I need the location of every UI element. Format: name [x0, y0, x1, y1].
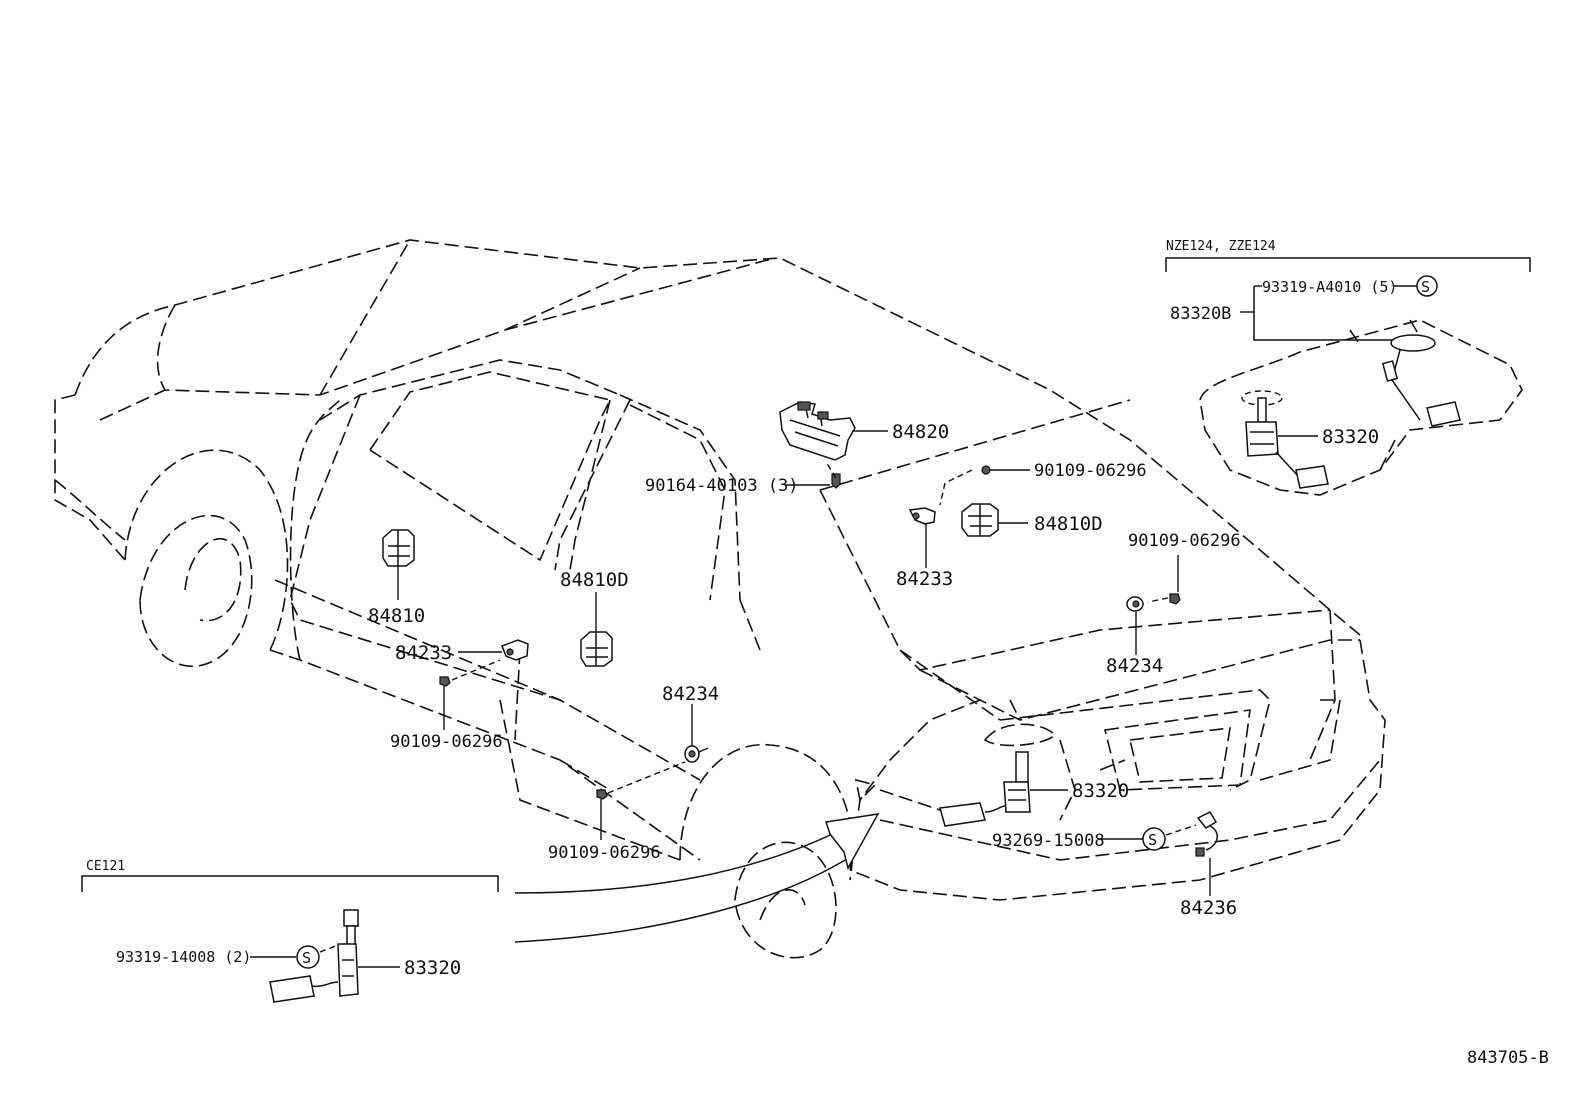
label-90109-06296-d: 90109-06296	[548, 843, 661, 863]
part-84233-left	[501, 639, 529, 661]
part-83320-fuel-sender	[939, 751, 1031, 827]
label-83320-inset: 83320	[1322, 426, 1379, 448]
label-90164-40103: 90164-40103 (3)	[645, 476, 799, 496]
label-84810: 84810	[368, 605, 425, 627]
part-84810D-left	[580, 631, 613, 667]
label-90109-06296-a: 90109-06296	[1034, 461, 1147, 481]
screw-90109-06296-c	[439, 676, 451, 687]
part-84810D-right	[961, 503, 999, 537]
label-93319-A4010: 93319-A4010 (5)	[1262, 278, 1397, 296]
inset-ce121: CE121 93319-14008 (2) S 83320	[81, 859, 499, 1003]
s-mark-inset-nze: S	[1416, 275, 1438, 297]
label-84234-mid: 84234	[662, 683, 719, 705]
callout-arrow	[514, 813, 880, 943]
part-84234-right	[1126, 596, 1144, 612]
screw-90109-06296-d	[596, 789, 608, 800]
car-body-outline	[54, 239, 1386, 959]
label-84233-right: 84233	[896, 568, 953, 590]
s-mark-93269: S	[1142, 827, 1166, 851]
label-84820: 84820	[892, 421, 949, 443]
part-84233-right	[908, 507, 936, 525]
part-84810-left	[382, 529, 415, 567]
inset-title-nze: NZE124, ZZE124	[1166, 239, 1276, 254]
part-84820-master-switch	[779, 401, 856, 461]
label-83320B: 83320B	[1170, 304, 1231, 324]
part-84236	[1195, 811, 1218, 857]
label-84236: 84236	[1180, 897, 1237, 919]
screw-90164-40103	[831, 473, 841, 489]
label-90109-06296-b: 90109-06296	[1128, 531, 1241, 551]
inset-title-ce: CE121	[86, 859, 125, 874]
label-83320-main: 83320	[1072, 780, 1129, 802]
label-84810D-right: 84810D	[1034, 513, 1103, 535]
label-83320-ce: 83320	[404, 957, 461, 979]
label-84233-left: 84233	[395, 642, 452, 664]
figure-id: 843705-B	[1467, 1048, 1549, 1068]
part-84234-mid	[684, 745, 709, 763]
svg-text:S: S	[1148, 831, 1157, 849]
screw-90109-06296-a	[981, 465, 998, 475]
s-mark-inset-ce: S	[296, 945, 320, 969]
svg-text:S: S	[1421, 278, 1430, 296]
screw-90109-06296-b	[1169, 593, 1181, 605]
svg-text:S: S	[302, 949, 311, 967]
label-93269-15008: 93269-15008	[992, 831, 1105, 851]
inset-nze124-zze124: NZE124, ZZE124 83320B 93319-A4010 (5) S …	[1165, 239, 1531, 496]
label-84810D-left: 84810D	[560, 569, 629, 591]
label-93319-14008: 93319-14008 (2)	[116, 948, 251, 966]
label-84234-right: 84234	[1106, 655, 1163, 677]
label-90109-06296-c: 90109-06296	[390, 732, 503, 752]
